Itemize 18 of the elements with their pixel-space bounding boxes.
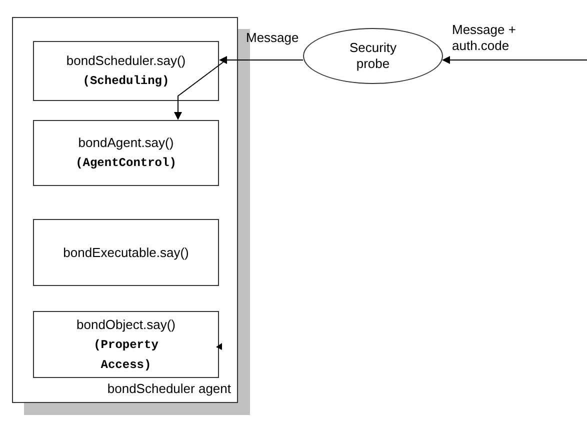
probe-label: Security probe [348,40,398,72]
role-label: (Property Access) [92,336,160,374]
container-label: bondScheduler agent [107,380,231,398]
role-label: (Scheduling) [82,73,170,90]
arrow [219,56,304,64]
method-box [33,219,219,286]
method-box [33,41,219,101]
method-name: bondAgent.say() [78,134,174,152]
role-label: (AgentControl) [74,155,178,172]
arrow [174,60,226,120]
arrow [442,56,587,64]
edge-label: Message [246,30,299,46]
method-box [33,120,219,186]
method-name: bondScheduler.say() [66,52,186,70]
edge-label: Message + auth.code [452,22,517,54]
method-name: bondObject.say() [76,316,176,334]
method-box [33,311,219,378]
method-name: bondExecutable.say() [63,244,189,262]
